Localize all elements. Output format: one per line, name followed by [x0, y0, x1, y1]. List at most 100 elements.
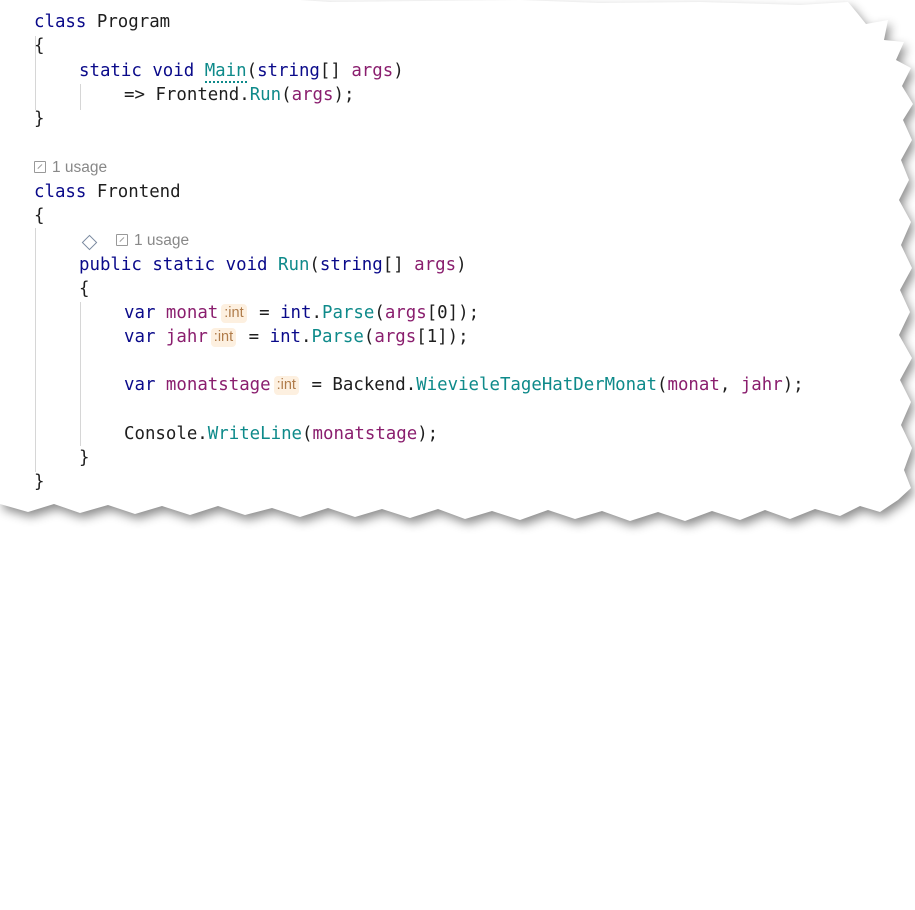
parameter: args [414, 255, 457, 275]
method-name[interactable]: WievieleTageHatDerMonat [416, 375, 657, 395]
punct: ( [281, 85, 292, 105]
brace: } [34, 472, 45, 492]
type-name: int [269, 327, 302, 347]
keyword: void [225, 255, 268, 275]
type-name: int [280, 303, 312, 323]
diamond-icon[interactable] [81, 234, 98, 251]
code-line: } [79, 446, 89, 470]
usage-arrow-icon [116, 234, 128, 246]
punct: ( [246, 61, 258, 81]
type-hint: :int [221, 304, 247, 323]
code-line: { [79, 277, 89, 301]
punct: [] [382, 255, 404, 275]
punct: ); [333, 85, 355, 105]
code-line: Console.WriteLine(monatstage); [124, 422, 438, 446]
code-line: public static void Run(string[] args) [79, 253, 467, 277]
method-name[interactable]: WriteLine [207, 424, 303, 444]
keyword: var [124, 375, 156, 395]
punct: ( [363, 327, 375, 347]
punct: , [719, 375, 731, 395]
brace: { [34, 36, 45, 56]
type-name: string [257, 61, 320, 81]
code-editor-page: class Program { static void Main(string[… [0, 0, 915, 536]
code-line: class Frontend [34, 180, 181, 204]
punct: . [405, 375, 417, 395]
keyword: class [34, 12, 87, 32]
punct: ); [458, 303, 480, 323]
brace: } [79, 448, 90, 468]
punct: [] [319, 61, 341, 81]
punct: ( [309, 255, 320, 275]
indent-guide [35, 36, 36, 110]
punct: [1] [416, 327, 448, 347]
method-name-main[interactable]: Main [204, 61, 247, 83]
method-name[interactable]: Run [278, 255, 310, 275]
usage-hint[interactable]: 1 usage [116, 231, 189, 251]
indent-guide [80, 84, 81, 110]
code-line: { [34, 34, 44, 58]
punct: ( [374, 303, 385, 323]
parameter: args [291, 85, 334, 105]
keyword: class [34, 182, 87, 202]
punct: ) [456, 255, 467, 275]
class-name[interactable]: Console [124, 424, 198, 444]
variable: monat [165, 303, 219, 323]
code-line: var monatstage:int = Backend.WievieleTag… [124, 373, 804, 397]
punct: ); [417, 424, 439, 444]
keyword: var [124, 303, 156, 323]
parameter: args [384, 303, 427, 323]
punct: . [197, 424, 208, 444]
code-line: var monat:int = int.Parse(args[0]); [124, 301, 479, 325]
keyword: static [79, 61, 142, 81]
punct: = [311, 375, 322, 395]
parameter: args [374, 327, 417, 347]
punct: ); [447, 327, 469, 347]
punct: ) [393, 61, 404, 81]
keyword: static [152, 255, 216, 275]
class-name[interactable]: Frontend [155, 85, 240, 105]
class-name[interactable]: Frontend [96, 182, 181, 202]
class-name[interactable]: Program [96, 12, 171, 32]
type-name: string [319, 255, 383, 275]
code-line: => Frontend.Run(args); [124, 83, 354, 107]
code-line: } [34, 470, 44, 494]
punct: ); [782, 375, 804, 395]
code-line: static void Main(string[] args) [79, 59, 404, 83]
punct: . [239, 85, 250, 105]
usage-label: 1 usage [52, 159, 108, 176]
punct: . [311, 303, 322, 323]
method-name[interactable]: Run [249, 85, 282, 105]
punct: = [248, 327, 260, 347]
method-name[interactable]: Parse [321, 303, 375, 323]
punct: = [259, 303, 270, 323]
punct: [0] [426, 303, 459, 323]
method-name[interactable]: Parse [311, 327, 364, 347]
keyword: var [124, 327, 156, 347]
parameter: monatstage [312, 424, 418, 444]
code-line: class Program [34, 10, 170, 34]
variable: jahr [165, 327, 208, 347]
variable: monatstage [165, 375, 271, 395]
code-line: } [34, 107, 44, 131]
usage-label: 1 usage [134, 232, 190, 249]
punct: . [301, 327, 312, 347]
code-line: var jahr:int = int.Parse(args[1]); [124, 325, 469, 349]
indent-guide [35, 228, 36, 472]
parameter: monat [667, 375, 720, 395]
type-hint: :int [210, 328, 237, 347]
code-line: { [34, 204, 44, 228]
parameter: args [351, 61, 394, 81]
keyword: public [79, 255, 142, 275]
punct: ( [302, 424, 313, 444]
indent-guide [80, 302, 81, 446]
class-name[interactable]: Backend [332, 375, 406, 395]
brace: { [79, 279, 90, 299]
usage-hint[interactable]: 1 usage [34, 158, 107, 178]
punct: ( [657, 375, 668, 395]
parameter: jahr [740, 375, 783, 395]
brace: } [34, 109, 45, 129]
brace: { [34, 206, 45, 226]
keyword: void [152, 61, 195, 81]
arrow: => [124, 85, 145, 105]
usage-arrow-icon [34, 161, 46, 173]
